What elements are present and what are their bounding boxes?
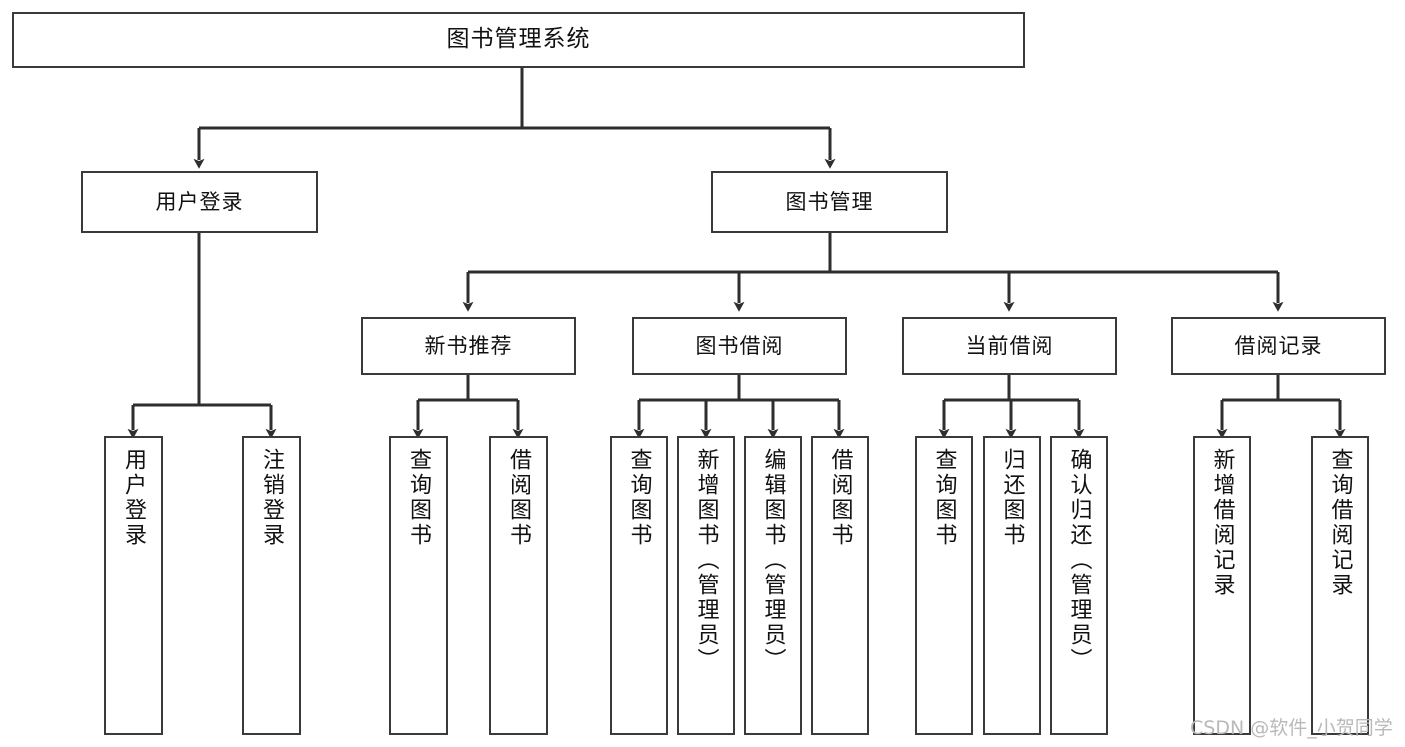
- node-label: 查询借阅记录: [1327, 448, 1353, 598]
- node-label: 借阅图书: [827, 448, 853, 548]
- node-leaf-confirm-return[interactable]: 确认归还（管理员）: [1050, 436, 1108, 735]
- node-label: 新书推荐: [424, 333, 513, 358]
- node-current-borrow[interactable]: 当前借阅: [902, 317, 1117, 375]
- node-user-login[interactable]: 用户登录: [81, 171, 318, 233]
- node-label: 用户登录: [155, 189, 244, 214]
- node-label: 新增图书（管理员）: [693, 448, 719, 673]
- node-leaf-query-record[interactable]: 查询借阅记录: [1311, 436, 1369, 735]
- node-book-manage[interactable]: 图书管理: [711, 171, 948, 233]
- node-label: 图书管理系统: [446, 26, 591, 53]
- node-label: 用户登录: [121, 448, 147, 548]
- node-leaf-add-book[interactable]: 新增图书（管理员）: [677, 436, 735, 735]
- node-leaf-user-login[interactable]: 用户登录: [104, 436, 163, 735]
- node-label: 借阅图书: [506, 448, 532, 548]
- node-label: 借阅记录: [1234, 333, 1323, 358]
- node-label: 新增借阅记录: [1209, 448, 1235, 598]
- node-leaf-user-logout[interactable]: 注销登录: [242, 436, 301, 735]
- node-label: 归还图书: [999, 448, 1025, 548]
- node-label: 确认归还（管理员）: [1066, 448, 1092, 673]
- node-leaf-borrow-book-2[interactable]: 借阅图书: [811, 436, 869, 735]
- node-leaf-query-book-1[interactable]: 查询图书: [389, 436, 448, 735]
- node-label: 图书管理: [785, 189, 874, 214]
- node-borrow-record[interactable]: 借阅记录: [1171, 317, 1386, 375]
- node-new-book-recommend[interactable]: 新书推荐: [361, 317, 576, 375]
- node-label: 注销登录: [259, 448, 285, 548]
- node-book-borrow[interactable]: 图书借阅: [632, 317, 847, 375]
- node-root-book-management-system[interactable]: 图书管理系统: [12, 12, 1025, 68]
- node-leaf-edit-book[interactable]: 编辑图书（管理员）: [744, 436, 802, 735]
- node-leaf-query-book-3[interactable]: 查询图书: [915, 436, 973, 735]
- node-leaf-query-book-2[interactable]: 查询图书: [610, 436, 668, 735]
- node-leaf-borrow-book-1[interactable]: 借阅图书: [489, 436, 548, 735]
- node-leaf-add-record[interactable]: 新增借阅记录: [1193, 436, 1251, 735]
- node-label: 查询图书: [406, 448, 432, 548]
- node-label: 查询图书: [931, 448, 957, 548]
- node-leaf-return-book[interactable]: 归还图书: [983, 436, 1041, 735]
- node-label: 编辑图书（管理员）: [760, 448, 786, 673]
- node-label: 当前借阅: [965, 333, 1054, 358]
- node-label: 图书借阅: [695, 333, 784, 358]
- node-label: 查询图书: [626, 448, 652, 548]
